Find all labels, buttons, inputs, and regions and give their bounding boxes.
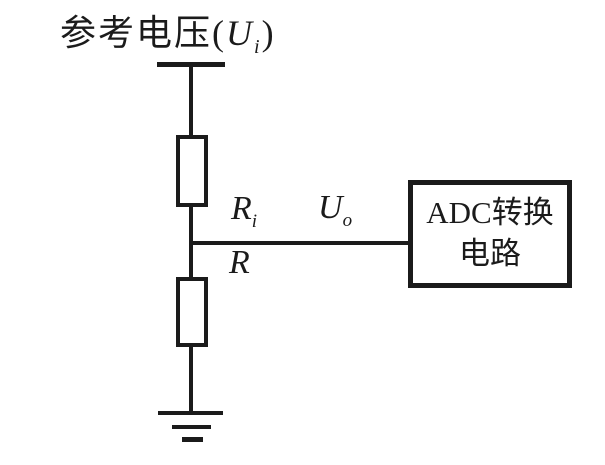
wire-supply-to-top-resistor	[189, 64, 193, 137]
label-top-resistor-symbol: R	[231, 190, 252, 227]
resistor-bottom-symbol	[176, 277, 208, 347]
ground-line-medium	[172, 425, 211, 429]
reference-voltage-close-paren: )	[261, 13, 276, 53]
label-bottom-resistor-symbol: R	[229, 244, 250, 281]
ground-line-long	[158, 411, 223, 415]
adc-box-line1: ADC转换	[426, 195, 554, 231]
reference-voltage-symbol: U	[226, 13, 254, 53]
wire-bottom-resistor-to-ground	[189, 345, 193, 413]
label-output-voltage: Uo	[318, 189, 352, 230]
resistor-top-symbol	[176, 135, 208, 207]
label-output-voltage-subscript: o	[342, 209, 353, 231]
label-bottom-resistor: R	[229, 244, 250, 282]
adc-converter-box: ADC转换 电路	[408, 180, 572, 288]
reference-voltage-title: 参考电压(Ui)	[60, 4, 276, 59]
label-top-resistor: Ri	[231, 190, 257, 231]
adc-box-line2: 电路	[459, 236, 521, 271]
reference-voltage-subscript: i	[254, 36, 262, 59]
label-output-voltage-symbol: U	[318, 189, 343, 226]
wire-output-to-adc	[191, 241, 412, 245]
reference-voltage-text: 参考电压(	[60, 13, 226, 53]
ground-line-short	[182, 437, 203, 442]
label-top-resistor-subscript: i	[251, 210, 258, 232]
